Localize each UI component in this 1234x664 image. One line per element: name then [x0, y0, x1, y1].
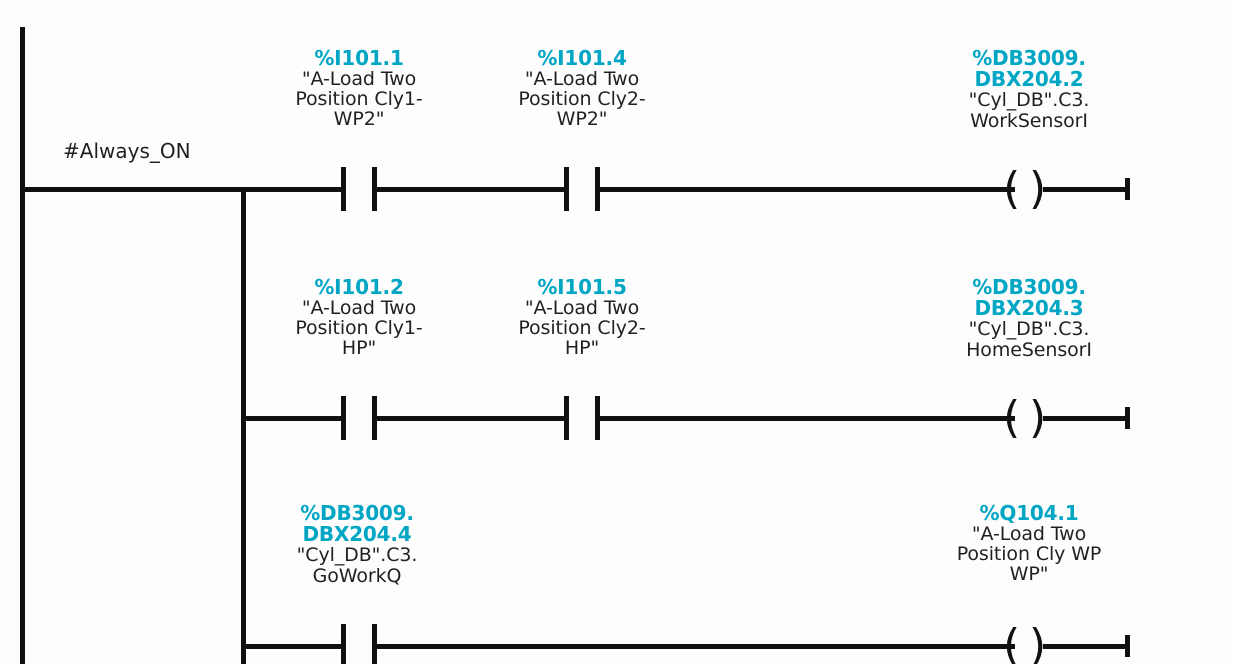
coil-paren-open: ( — [1003, 392, 1021, 443]
coil-dbx204-2-symbol: "Cyl_DB".C3. WorkSensorI — [968, 89, 1090, 132]
coil-dbx204-3-symbol: "Cyl_DB".C3. HomeSensorI — [966, 318, 1092, 361]
contact-i101-5-symbol: "A-Load Two Position Cly2- HP" — [518, 297, 646, 360]
rung-1-wire-segment-3 — [595, 187, 1015, 192]
contact-i101-4-symbol: "A-Load Two Position Cly2- WP2" — [518, 68, 646, 131]
coil-dbx204-3[interactable]: ( ) — [1003, 392, 1047, 443]
left-power-rail — [20, 27, 25, 664]
rung-3-wire-segment-1 — [241, 644, 341, 649]
coil-q104-1[interactable]: ( ) — [1003, 620, 1047, 664]
rung-3-terminator — [1125, 635, 1130, 657]
rail-label-always-on: #Always_ON — [63, 139, 191, 163]
contact-bar-left — [341, 624, 346, 664]
contact-dbx204-4-symbol: "Cyl_DB".C3. GoWorkQ — [296, 544, 418, 587]
rung-2-wire-segment-4 — [1043, 416, 1130, 421]
coil-dbx204-2-address: %DB3009. DBX204.2 — [972, 46, 1086, 92]
branch-vertical-wire — [241, 187, 246, 664]
contact-i101-1-symbol: "A-Load Two Position Cly1- WP2" — [295, 68, 423, 131]
rung-2-wire-segment-3 — [595, 416, 1015, 421]
coil-dbx204-3-address: %DB3009. DBX204.3 — [972, 275, 1086, 321]
coil-q104-1-label: %Q104.1 "A-Load Two Position Cly WP WP" — [926, 501, 1132, 586]
rung-2-terminator — [1125, 407, 1130, 429]
coil-q104-1-symbol: "A-Load Two Position Cly WP WP" — [956, 523, 1102, 586]
contact-i101-1-address: %I101.1 — [314, 46, 404, 70]
contact-bar-left — [341, 396, 346, 440]
coil-paren-close: ) — [1029, 392, 1047, 443]
coil-paren-close: ) — [1029, 620, 1047, 664]
contact-i101-1-label: %I101.1 "A-Load Two Position Cly1- WP2" — [259, 46, 459, 131]
coil-paren-open: ( — [1003, 163, 1021, 214]
contact-i101-4-label: %I101.4 "A-Load Two Position Cly2- WP2" — [482, 46, 682, 131]
rung-3-wire-segment-3 — [1043, 644, 1130, 649]
contact-i101-2-symbol: "A-Load Two Position Cly1- HP" — [295, 297, 423, 360]
contact-i101-4-address: %I101.4 — [537, 46, 627, 70]
rung-3-wire-segment-2 — [372, 644, 1015, 649]
rung-1-terminator — [1125, 178, 1130, 200]
contact-bar-left — [564, 167, 569, 211]
contact-i101-5-address: %I101.5 — [537, 275, 627, 299]
contact-bar-left — [341, 167, 346, 211]
rung-1-wire-segment-2 — [372, 187, 564, 192]
contact-dbx204-4-label: %DB3009. DBX204.4 "Cyl_DB".C3. GoWorkQ — [257, 501, 457, 587]
rung-2-wire-segment-2 — [372, 416, 564, 421]
coil-paren-close: ) — [1029, 163, 1047, 214]
contact-i101-2-address: %I101.2 — [314, 275, 404, 299]
rung-2-wire-segment-1 — [241, 416, 341, 421]
coil-paren-open: ( — [1003, 620, 1021, 664]
coil-dbx204-2-label: %DB3009. DBX204.2 "Cyl_DB".C3. WorkSenso… — [926, 46, 1132, 132]
rung-1-wire-segment-1 — [20, 187, 341, 192]
coil-dbx204-2[interactable]: ( ) — [1003, 163, 1047, 214]
contact-bar-left — [564, 396, 569, 440]
coil-q104-1-address: %Q104.1 — [979, 501, 1079, 525]
rung-1-wire-segment-4 — [1043, 187, 1130, 192]
coil-dbx204-3-label: %DB3009. DBX204.3 "Cyl_DB".C3. HomeSenso… — [926, 275, 1132, 361]
contact-dbx204-4-address: %DB3009. DBX204.4 — [300, 501, 414, 547]
contact-i101-2-label: %I101.2 "A-Load Two Position Cly1- HP" — [259, 275, 459, 360]
contact-i101-5-label: %I101.5 "A-Load Two Position Cly2- HP" — [482, 275, 682, 360]
